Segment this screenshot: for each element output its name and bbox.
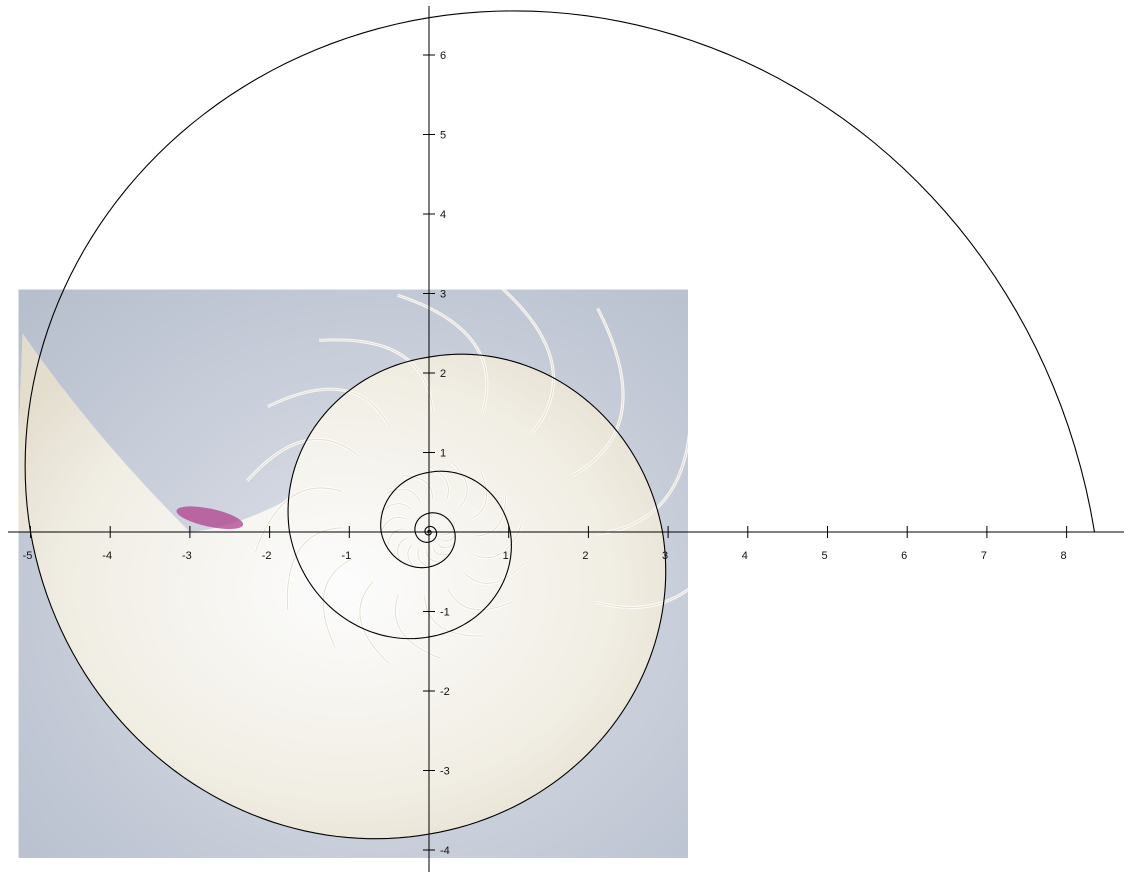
shell-septum-shadow [417,548,430,569]
shell-septum-shadow [246,439,359,482]
shell-septum-shadow [397,537,407,563]
y-tick-label: -1 [440,607,450,619]
x-tick-label: -4 [102,550,112,562]
shell-septum-shadow [437,542,456,549]
shell-body [18,333,666,839]
shell-septum-shadow [394,594,442,659]
x-tick-label: 4 [742,550,748,562]
shell-septum-shadow [387,528,405,551]
y-tick-label: -2 [440,686,450,698]
shell-septum-shadow [407,544,416,569]
y-tick-label: 1 [440,448,446,460]
y-axis-ticks: 6 5 4 3 2 1 -1 -2 -3 -4 [423,50,450,857]
shell-septum-shadow [475,493,507,537]
shell-septum-shadow [452,462,468,507]
y-tick-label: 6 [440,50,446,62]
shell-septum-shadow [595,589,689,608]
shell-septum-shadow [470,472,488,520]
shell-septum-shadow [359,581,390,664]
shell-septum-shadow [322,558,352,648]
shell-septum-shadow [425,549,443,563]
coordinate-axes: -5 -4 -3 -2 -1 1 2 3 4 5 6 7 8 6 5 4 3 2 1 -1 -2 -3 -4 [8,6,1124,872]
shell-septum-shadow [432,548,452,556]
y-tick-label: 5 [440,130,446,142]
logarithmic-spiral [24,10,1096,840]
shell-septum-shadow [424,464,449,500]
x-tick-label: 5 [821,550,827,562]
shell-septum-shadow [286,527,341,610]
x-tick-label: -3 [182,550,192,562]
pink-pigment-patch [176,506,244,529]
shell-septum-shadow [464,562,525,584]
y-tick-label: -4 [440,845,450,857]
shell-septum-shadow [572,308,624,476]
shell-septum-shadow [444,521,456,535]
shell-septum-shadow [447,588,513,611]
y-tick-label: 4 [440,209,446,221]
shell-septum-shadow [424,596,484,637]
shell-septum-shadow [595,440,689,535]
x-tick-label: 7 [981,550,987,562]
shell-septum-shadow [255,487,343,552]
x-tick-label: 2 [582,550,588,562]
y-tick-label: 3 [440,289,446,301]
nautilus-shell-photo [18,289,689,858]
shell-septum-shadow [267,388,391,428]
x-tick-label: -1 [341,550,351,562]
x-tick-label: 1 [503,550,509,562]
pink-pigment [176,506,244,529]
shell-septum-shadow [502,289,554,434]
x-tick-label: 8 [1061,550,1067,562]
shell-septum-shadow [397,294,488,413]
shell-septum-shadow [386,489,421,502]
x-tick-label: -5 [23,550,33,562]
shell-septum-shadow [378,503,412,515]
shell-septum-shadow [402,475,434,498]
shell-septum-shadow [441,531,458,542]
y-tick-label: -3 [440,766,450,778]
x-tick-label: 6 [901,550,907,562]
x-tick-label: -2 [262,550,272,562]
y-tick-label: 2 [440,368,446,380]
